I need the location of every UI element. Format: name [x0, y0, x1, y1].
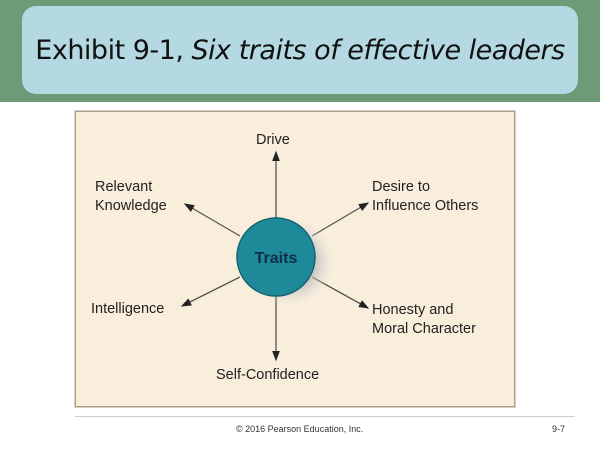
trait-honesty-line1: Honesty and — [372, 302, 454, 318]
trait-drive: Drive — [256, 132, 290, 148]
footer-copyright: © 2016 Pearson Education, Inc. — [236, 424, 364, 434]
traits-circle — [236, 217, 316, 297]
arrow-intelligence — [180, 276, 241, 307]
arrow-desire-influence — [311, 202, 370, 237]
slide-title: Exhibit 9-1, Six traits of effective lea… — [35, 34, 566, 66]
title-main: Exhibit 9-1, — [35, 34, 192, 66]
trait-relevant-knowledge: Relevant Knowledge — [95, 178, 167, 216]
trait-honesty: Honesty and Moral Character — [372, 301, 476, 339]
trait-intelligence: Intelligence — [91, 301, 165, 317]
trait-relevant-knowledge-line2: Knowledge — [95, 198, 167, 214]
trait-relevant-knowledge-line1: Relevant — [95, 179, 153, 195]
trait-desire-line1: Desire to — [372, 179, 431, 195]
trait-honesty-line2: Moral Character — [372, 321, 476, 337]
title-box: Exhibit 9-1, Six traits of effective lea… — [22, 6, 578, 94]
trait-desire-line2: Influence Others — [372, 198, 479, 214]
trait-self-confidence: Self-Confidence — [216, 367, 320, 383]
trait-desire-influence: Desire to Influence Others — [372, 178, 478, 216]
arrow-relevant-knowledge — [183, 203, 241, 237]
traits-center-label: Traits — [255, 250, 298, 267]
title-italic: Six traits of effective leaders — [191, 34, 566, 66]
footer-divider — [75, 416, 575, 417]
footer-page-number: 9-7 — [552, 424, 566, 434]
